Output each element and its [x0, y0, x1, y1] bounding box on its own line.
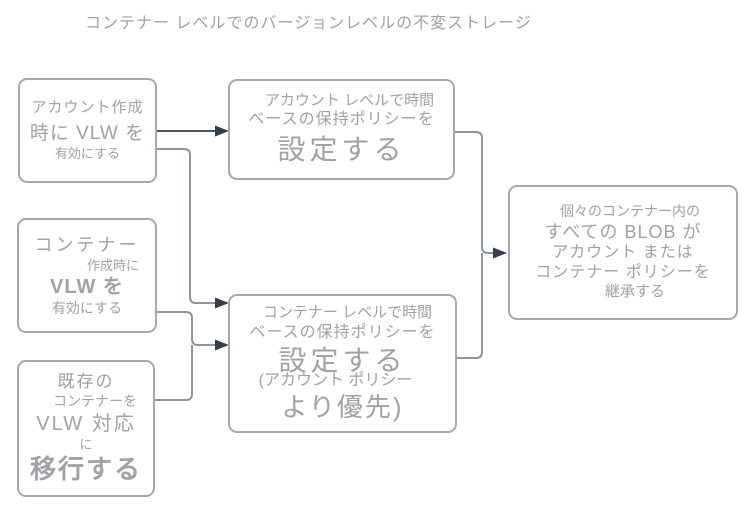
box-line: コンテナー ポリシーを: [535, 264, 711, 282]
box-line: VLW 対応: [36, 413, 136, 435]
box-line: VLW を: [50, 275, 124, 298]
connector-container-policy-to-inherit: [457, 253, 483, 359]
connector-account-to-container-policy: [157, 148, 215, 304]
flow-box-migrate-existing-container: 既存の コンテナーを VLW 対応 に 移行する: [17, 360, 155, 497]
flow-box-set-account-level-policy: アカウント レベルで時間 ベースの保持ポリシーを 設定する: [228, 79, 455, 180]
box-line: 有効にする: [51, 299, 123, 316]
box-line: すべての BLOB が: [544, 221, 702, 242]
box-line: 移行する: [29, 454, 142, 485]
connector-container-to-container-policy: [157, 311, 215, 346]
arrowhead-container-policy-lower: [215, 339, 229, 351]
arrowhead-container-policy-upper: [215, 297, 229, 309]
box-line: 設定する: [277, 134, 406, 166]
box-line: に: [79, 437, 93, 452]
box-line: より優先): [281, 391, 404, 422]
box-line: アカウント作成: [31, 99, 144, 117]
box-line: コンテナー: [34, 234, 140, 255]
box-line: 個々のコンテナー内の: [560, 203, 700, 220]
arrowhead-inherit: [493, 247, 507, 259]
box-line: 既存の: [57, 372, 115, 392]
box-line: 作成時に: [86, 258, 139, 274]
box-line: 継承する: [604, 283, 665, 301]
box-line: コンテナー レベルで時間: [262, 303, 433, 321]
box-line: アカウント または: [552, 244, 694, 262]
box-line: アカウント レベルで時間: [264, 91, 435, 109]
flow-box-set-container-level-policy: コンテナー レベルで時間 ベースの保持ポリシーを 設定する (アカウント ポリシ…: [228, 294, 457, 433]
flow-box-enable-vlw-on-account-creation: アカウント作成 時に VLW を 有効にする: [18, 78, 157, 183]
connector-account-policy-to-inherit: [455, 131, 493, 254]
flow-box-blobs-inherit-policy: 個々のコンテナー内の すべての BLOB が アカウント または コンテナー ポ…: [508, 185, 738, 320]
box-line: コンテナーを: [53, 392, 137, 409]
connector-migrate-to-container-policy: [155, 345, 193, 401]
box-line: ベースの保持ポリシーを: [249, 323, 436, 341]
box-line: 設定する: [278, 344, 407, 376]
box-line: 有効にする: [54, 145, 121, 161]
box-line: ベースの保持ポリシーを: [248, 111, 435, 129]
diagram-title: コンテナー レベルでのバージョンレベルの不変ストレージ: [85, 15, 532, 32]
box-line: (アカウント ポリシー: [258, 371, 413, 389]
flow-box-enable-vlw-on-container-creation: コンテナー 作成時に VLW を 有効にする: [17, 218, 157, 333]
box-line: 時に VLW を: [29, 122, 146, 144]
arrowhead-account-policy: [215, 125, 229, 137]
